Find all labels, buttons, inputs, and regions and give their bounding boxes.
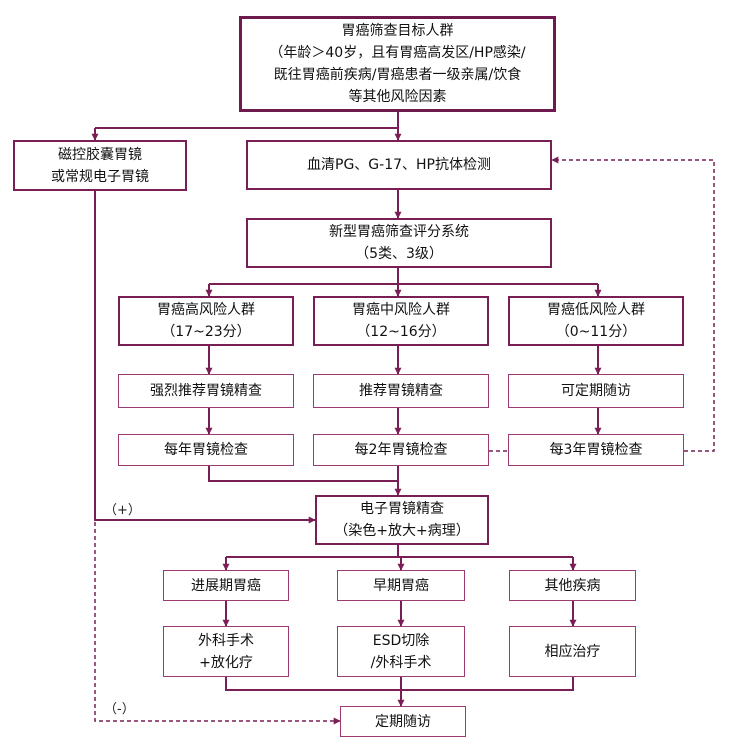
scoring-line-1: 新型胃癌筛查评分系统 <box>329 224 469 240</box>
low-risk-box: 胃癌低风险人群 （0~11分） <box>508 296 684 346</box>
esd-line-1: ESD切除 <box>372 632 430 649</box>
capsule-line-2: 或常规电子胃镜 <box>51 168 149 185</box>
scoring-line-2: （5类、3级） <box>355 246 443 262</box>
high-line-2: （17~23分） <box>161 324 251 340</box>
connector-treat-merge <box>225 677 574 691</box>
endoscopy-line-1: 电子胃镜精查 <box>360 501 444 517</box>
serum-test-box: 血清PG、G-17、HP抗体检测 <box>246 140 552 190</box>
serum-line-1: 血清PG、G-17、HP抗体检测 <box>307 157 491 173</box>
capsule-line-1: 磁控胶囊胃镜 <box>58 146 142 163</box>
regular-followup-box: 定期随访 <box>340 706 466 737</box>
esd-box: ESD切除/外科手术 <box>337 626 465 677</box>
mid-followup-box: 每2年胃镜检查 <box>313 434 489 466</box>
advanced-line-1: 进展期胃癌 <box>191 577 261 594</box>
mid-risk-box: 胃癌中风险人群 （12~16分） <box>313 296 489 346</box>
mid-line-2: （12~16分） <box>356 324 446 340</box>
esd-line-2: /外科手术 <box>370 654 432 671</box>
low-recommend-box: 可定期随访 <box>508 374 684 408</box>
high-rec-line-1: 强烈推荐胃镜精查 <box>150 383 262 399</box>
early-cancer-box: 早期胃癌 <box>337 570 465 601</box>
high-recommend-box: 强烈推荐胃镜精查 <box>118 374 294 408</box>
treatment-box: 相应治疗 <box>509 626 636 677</box>
endoscopy-line-2: （染色+放大+病理） <box>334 523 470 539</box>
target-line-4: 等其他风险因素 <box>348 89 447 105</box>
target-population-box: 胃癌筛查目标人群 （年龄＞40岁，且有胃癌高发区/HP感染/既往胃癌前疾病/胃癌患… <box>239 16 556 112</box>
other-disease-box: 其他疾病 <box>509 570 636 601</box>
high-followup-box: 每年胃镜检查 <box>118 434 294 466</box>
high-line-1: 胃癌高风险人群 <box>157 302 255 318</box>
connector-low-to-serum-dashed <box>551 156 715 452</box>
advanced-cancer-box: 进展期胃癌 <box>163 570 289 601</box>
target-line-1: 胃癌筛查目标人群 <box>341 23 454 39</box>
target-line-2: （年龄＞40岁，且有胃癌高发区/HP感染/ <box>269 45 526 61</box>
mid-fu-line-1: 每2年胃镜检查 <box>354 442 448 458</box>
high-fu-line-1: 每年胃镜检查 <box>164 442 248 458</box>
surgery-chemo-box: 外科手术 +放化疗 <box>163 626 289 677</box>
endoscopy-box: 电子胃镜精查 （染色+放大+病理） <box>315 495 489 545</box>
target-line-3: 既往胃癌前疾病/胃癌患者一级亲属/饮食 <box>273 67 522 83</box>
connector-negative-to-regular <box>94 522 341 725</box>
high-risk-box: 胃癌高风险人群 （17~23分） <box>118 296 294 346</box>
capsule-endoscopy-box: 磁控胶囊胃镜或常规电子胃镜 <box>13 140 187 191</box>
low-line-2: （0~11分） <box>555 324 637 340</box>
early-line-1: 早期胃癌 <box>373 577 429 594</box>
regular-line-1: 定期随访 <box>375 713 431 730</box>
surgery-line-1: 外科手术 <box>198 632 254 649</box>
positive-label: （+） <box>104 503 141 518</box>
scoring-system-box: 新型胃癌筛查评分系统 （5类、3级） <box>246 218 552 268</box>
treat-line-1: 相应治疗 <box>544 643 601 660</box>
low-line-1: 胃癌低风险人群 <box>547 302 645 318</box>
low-rec-line-1: 可定期随访 <box>561 383 631 399</box>
mid-line-1: 胃癌中风险人群 <box>352 302 450 318</box>
mid-recommend-box: 推荐胃镜精查 <box>313 374 489 408</box>
mid-rec-line-1: 推荐胃镜精查 <box>359 383 443 399</box>
connector-merge-from-high <box>208 466 398 482</box>
negative-label: （-） <box>104 702 135 717</box>
low-followup-box: 每3年胃镜检查 <box>508 434 684 466</box>
surgery-line-2: +放化疗 <box>199 654 253 671</box>
connector-capsule-to-endoscopy <box>94 191 316 524</box>
other-line-1: 其他疾病 <box>544 577 601 594</box>
low-fu-line-1: 每3年胃镜检查 <box>549 442 643 458</box>
